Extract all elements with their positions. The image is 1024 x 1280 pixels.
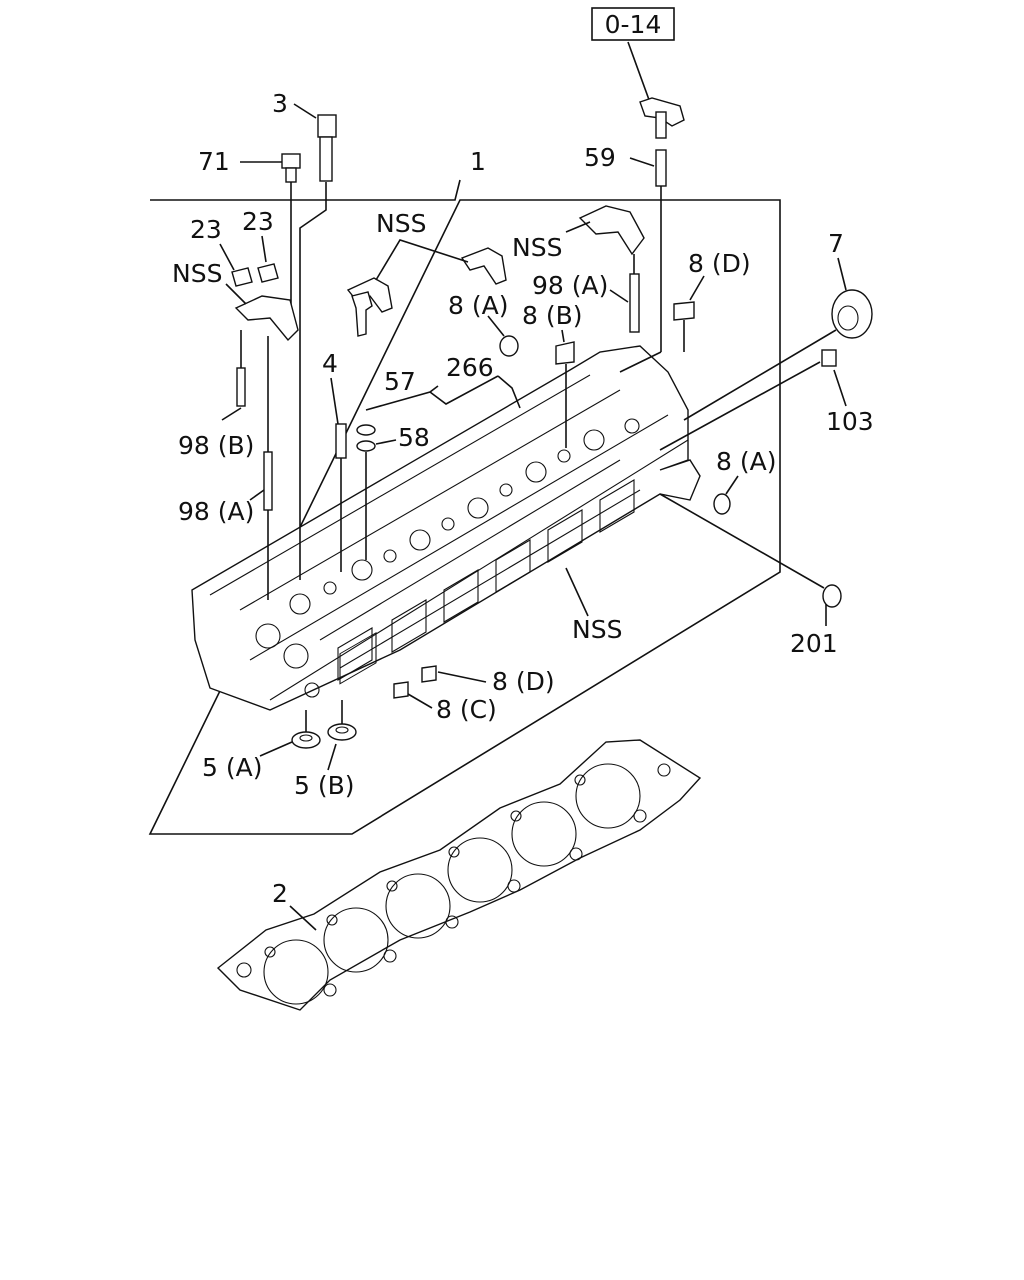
bolt-3[interactable]: [317, 114, 337, 182]
reference-box[interactable]: 0-14: [591, 7, 675, 41]
pin-4[interactable]: [335, 423, 347, 459]
cylinder-head-body[interactable]: [191, 345, 701, 711]
washer-58-a[interactable]: [356, 424, 376, 436]
callout-98a-right: 98 (A): [532, 271, 608, 300]
callout-8d-top: 8 (D): [688, 249, 751, 278]
callout-nss-left: NSS: [172, 259, 222, 288]
callout-103: 103: [826, 407, 874, 436]
head-gasket[interactable]: [216, 739, 702, 1011]
callout-58: 58: [398, 423, 430, 452]
stud-98a-right[interactable]: [629, 273, 640, 333]
callout-71: 71: [198, 147, 230, 176]
sleeve-201[interactable]: [822, 584, 842, 608]
plug-8a-top[interactable]: [499, 335, 519, 357]
bearing-cap-right[interactable]: [578, 205, 645, 256]
callout-3: 3: [272, 89, 288, 118]
callout-7: 7: [828, 229, 844, 258]
bracket-part[interactable]: [639, 97, 685, 139]
stud-98a-left[interactable]: [263, 451, 273, 511]
sleeve-57[interactable]: [351, 291, 373, 337]
callout-23-left: 23: [190, 215, 222, 244]
callout-8c: 8 (C): [436, 695, 497, 724]
callout-4: 4: [322, 349, 338, 378]
seal-5a[interactable]: [291, 731, 321, 749]
plug-8d-bottom[interactable]: [421, 665, 437, 683]
callout-1: 1: [470, 147, 486, 176]
callout-201: 201: [790, 629, 838, 658]
nut-23-right[interactable]: [257, 263, 279, 283]
washer-58-b[interactable]: [356, 440, 376, 452]
plug-8b[interactable]: [555, 341, 575, 365]
callout-nss-bottom: NSS: [572, 615, 622, 644]
callout-5b: 5 (B): [294, 771, 355, 800]
seal-5b[interactable]: [327, 723, 357, 741]
callout-266: 266: [446, 353, 494, 382]
assembly-frame: [148, 179, 781, 835]
plug-8a-right[interactable]: [713, 493, 731, 515]
callout-8b: 8 (B): [522, 301, 583, 330]
callout-nss-right: NSS: [512, 233, 562, 262]
bearing-cap-left[interactable]: [234, 295, 299, 342]
nut-23-left[interactable]: [231, 267, 253, 287]
callout-8a-right: 8 (A): [716, 447, 776, 476]
callout-5a: 5 (A): [202, 753, 262, 782]
plug-8c[interactable]: [393, 681, 409, 699]
callout-98b-left: 98 (B): [178, 431, 254, 460]
callout-98a-left: 98 (A): [178, 497, 254, 526]
bolt-103[interactable]: [821, 349, 837, 367]
bearing-cap-center-b[interactable]: [460, 247, 507, 285]
stud-98b-left[interactable]: [236, 367, 246, 407]
callout-2: 2: [272, 879, 288, 908]
callout-nss-center: NSS: [376, 209, 426, 238]
callout-59: 59: [584, 143, 616, 172]
seal-7[interactable]: [831, 289, 873, 339]
plug-8d-top[interactable]: [673, 301, 695, 321]
callout-8d-bottom: 8 (D): [492, 667, 555, 696]
reference-label: 0-14: [605, 10, 662, 39]
callout-23-right: 23: [242, 207, 274, 236]
bolt-71[interactable]: [281, 153, 301, 183]
pin-59[interactable]: [655, 149, 667, 187]
callout-57: 57: [384, 367, 416, 396]
callout-8a-top: 8 (A): [448, 291, 508, 320]
